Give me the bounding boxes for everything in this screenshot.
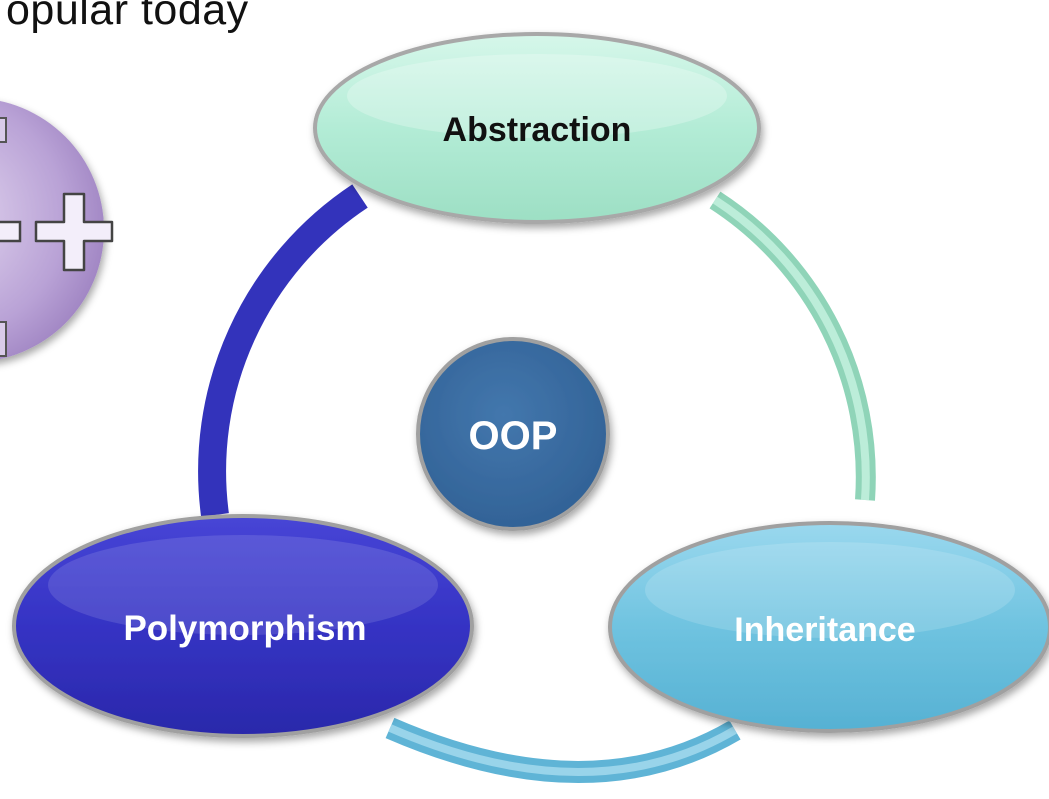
arc-polymorphism-abstraction <box>198 184 368 517</box>
logo-plus-glyph <box>34 192 114 272</box>
node-label-abstraction: Abstraction <box>443 111 632 149</box>
cpp-logo <box>0 101 114 359</box>
logo-bracket-bottom <box>0 321 7 357</box>
node-abstraction: Abstraction <box>313 32 761 224</box>
node-center: OOP <box>416 337 610 531</box>
node-label-polymorphism: Polymorphism <box>123 609 366 648</box>
node-polymorphism: Polymorphism <box>12 514 474 738</box>
node-inheritance: Inheritance <box>608 521 1049 733</box>
slide-title: opular today <box>6 0 249 34</box>
node-label-inheritance: Inheritance <box>734 611 915 649</box>
logo-minus-glyph <box>0 220 22 243</box>
center-label: OOP <box>469 414 558 458</box>
logo-bracket-top <box>0 117 7 143</box>
